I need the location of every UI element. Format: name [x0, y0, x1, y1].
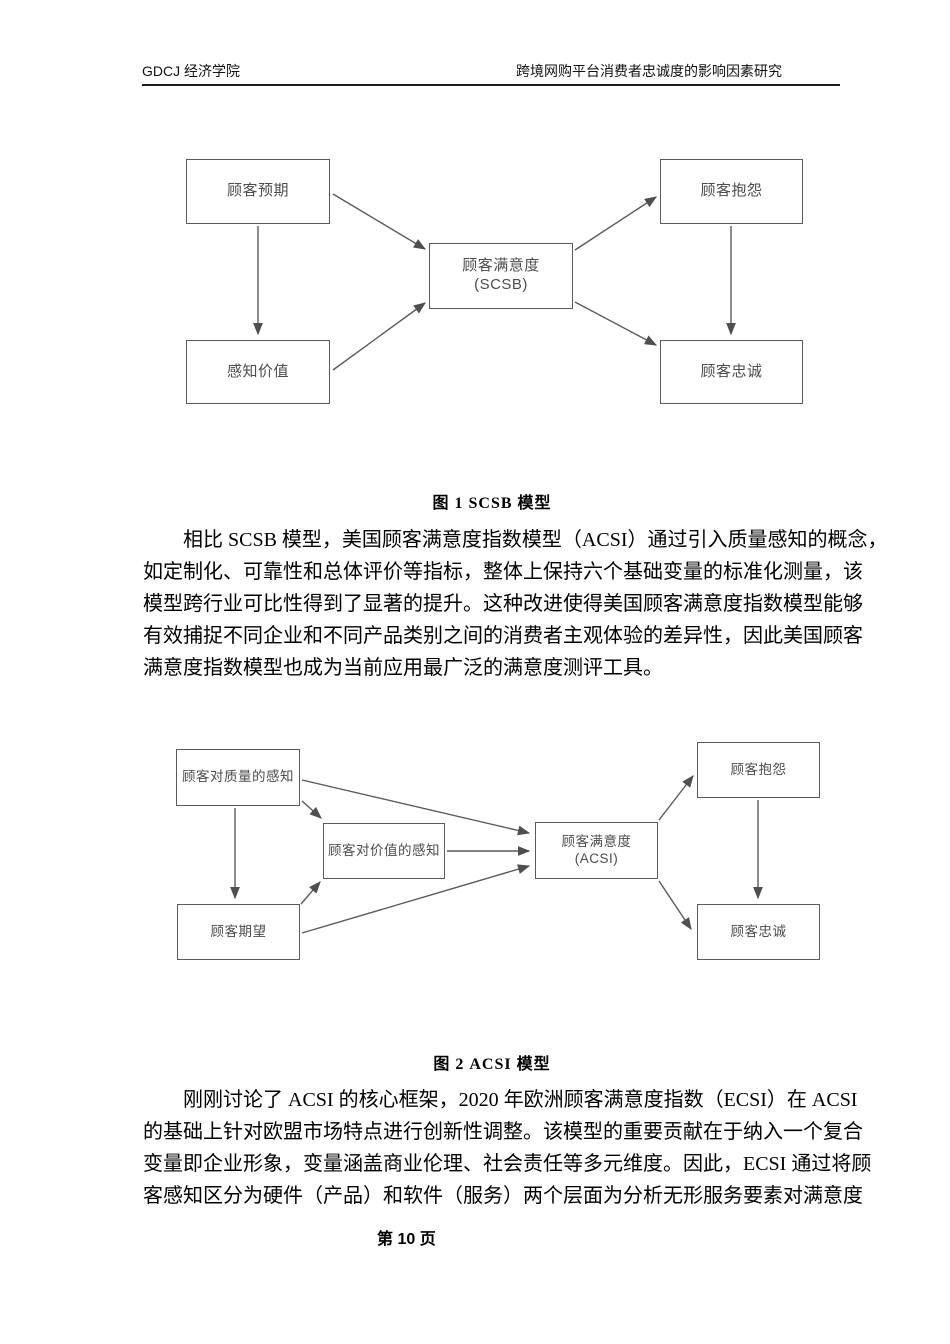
- f1-node-customer-loyalty-label: 顾客忠诚: [700, 362, 763, 380]
- f1-node-perceived-value-label: 感知价值: [226, 362, 289, 380]
- f1-node-customer-satisfaction: 顾客满意度 (SCSB): [429, 243, 573, 309]
- figure1-caption: 图 1 SCSB 模型: [432, 495, 552, 512]
- f1-node-customer-complaint: 顾客抱怨: [660, 159, 803, 224]
- paragraph-1-line: 有效捕捉不同企业和不同产品类别之间的消费者主观体验的差异性，因此美国顾客: [143, 625, 863, 647]
- f2-node-customer-complaint: 顾客抱怨: [697, 742, 820, 798]
- f1-node-customer-expectation-label: 顾客预期: [226, 182, 289, 200]
- f2-node-customer-satisfaction: 顾客满意度 (ACSI): [535, 822, 658, 879]
- paragraph-2-line: 客感知区分为硬件（产品）和软件（服务）两个层面为分析无形服务要素对满意度: [143, 1185, 863, 1207]
- f2-node-perceived-value: 顾客对价值的感知: [323, 823, 445, 879]
- f2-arrow-expectation-to-value: [300, 881, 321, 905]
- page-header: GDCJ 经济学院 跨境网购平台消费者忠诚度的影响因素研究: [142, 58, 840, 86]
- f2-node-perceived-quality-label: 顾客对质量的感知: [182, 769, 294, 785]
- paragraph-1: 相比 SCSB 模型，美国顾客满意度指数模型（ACSI）通过引入质量感知的概念，…: [143, 524, 888, 684]
- paragraph-2-line: 刚刚讨论了 ACSI 的核心框架，2020 年欧洲顾客满意度指数（ECSI）在 …: [183, 1089, 858, 1111]
- f1-node-customer-expectation: 顾客预期: [186, 159, 330, 224]
- paragraph-2: 刚刚讨论了 ACSI 的核心框架，2020 年欧洲顾客满意度指数（ECSI）在 …: [143, 1084, 872, 1212]
- paragraph-1-line: 满意度指数模型也成为当前应用最广泛的满意度测评工具。: [143, 657, 663, 679]
- f2-node-perceived-value-label: 顾客对价值的感知: [328, 842, 440, 858]
- header-right-text: 跨境网购平台消费者忠诚度的影响因素研究: [516, 63, 782, 79]
- paragraph-1-line: 模型跨行业可比性得到了显著的提升。这种改进使得美国顾客满意度指数模型能够: [143, 593, 863, 615]
- f1-node-customer-complaint-label: 顾客抱怨: [700, 182, 763, 200]
- header-left-text: GDCJ 经济学院: [142, 63, 240, 79]
- f2-node-customer-expectation-label: 顾客期望: [210, 923, 267, 939]
- f1-arrow-value-to-satisfaction: [332, 302, 426, 371]
- page-number: 第 10 页: [377, 1231, 436, 1248]
- f2-node-customer-complaint-label: 顾客抱怨: [730, 761, 787, 777]
- paragraph-2-line: 的基础上针对欧盟市场特点进行创新性调整。该模型的重要贡献在于纳入一个复合: [143, 1121, 863, 1143]
- figure2-caption: 图 2 ACSI 模型: [433, 1056, 551, 1073]
- f2-node-customer-satisfaction-sublabel: (ACSI): [574, 850, 619, 866]
- f2-arrow-satisfaction-to-complaint: [658, 775, 694, 821]
- f2-node-customer-satisfaction-label: 顾客满意度: [561, 833, 632, 849]
- f1-arrow-satisfaction-to-loyalty: [574, 301, 658, 346]
- f1-node-customer-satisfaction-label: 顾客满意度: [462, 257, 540, 275]
- paragraph-2-line: 变量即企业形象，变量涵盖商业伦理、社会责任等多元维度。因此，ECSI 通过将顾: [143, 1153, 872, 1175]
- f2-node-customer-expectation: 顾客期望: [177, 904, 300, 960]
- f2-node-customer-loyalty-label: 顾客忠诚: [730, 923, 787, 939]
- f2-node-perceived-quality: 顾客对质量的感知: [176, 749, 300, 806]
- f1-node-customer-satisfaction-sublabel: (SCSB): [474, 276, 528, 293]
- f1-node-perceived-value: 感知价值: [186, 340, 330, 404]
- f2-node-customer-loyalty: 顾客忠诚: [697, 904, 820, 960]
- f2-arrow-quality-to-value: [301, 800, 322, 819]
- f1-node-customer-loyalty: 顾客忠诚: [660, 340, 803, 404]
- f1-arrow-expectation-to-satisfaction: [332, 193, 427, 250]
- f1-arrow-satisfaction-to-complaint: [574, 196, 658, 251]
- paragraph-1-line: 如定制化、可靠性和总体评价等指标，整体上保持六个基础变量的标准化测量，该: [143, 561, 863, 583]
- paragraph-1-line: 相比 SCSB 模型，美国顾客满意度指数模型（ACSI）通过引入质量感知的概念，: [183, 529, 888, 551]
- f2-arrow-satisfaction-to-loyalty: [658, 880, 692, 931]
